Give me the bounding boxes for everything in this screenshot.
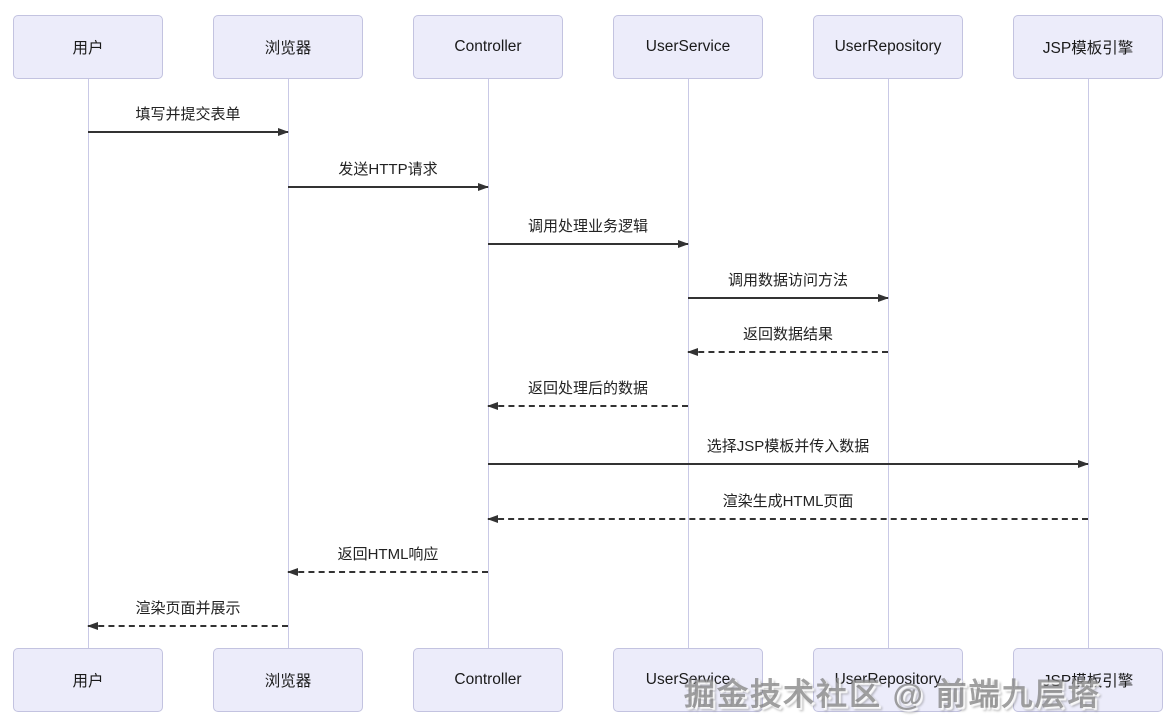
message-label: 调用处理业务逻辑 bbox=[527, 218, 648, 235]
arrowhead-left-icon bbox=[87, 622, 98, 630]
dashed-arrow-line bbox=[687, 348, 888, 356]
actor-label: JSP模板引擎 bbox=[1042, 40, 1134, 57]
actor-label: Controller bbox=[454, 38, 522, 55]
actor-label: 用户 bbox=[72, 40, 104, 57]
message-label: 返回HTML响应 bbox=[337, 546, 439, 563]
message-call-data-access: 调用数据访问方法 bbox=[688, 271, 889, 302]
message-render-and-display: 渲染页面并展示 bbox=[87, 599, 288, 630]
actor-top-user-repository: UserRepository bbox=[813, 15, 963, 79]
message-label: 渲染页面并展示 bbox=[135, 600, 241, 617]
dashed-arrow-line bbox=[287, 568, 488, 576]
arrowhead-left-icon bbox=[287, 568, 298, 576]
actor-label: UserRepository bbox=[834, 671, 942, 688]
arrowhead-right-icon bbox=[478, 183, 489, 191]
message-label: 填写并提交表单 bbox=[135, 106, 241, 123]
actor-label: Controller bbox=[454, 671, 522, 688]
arrowhead-right-icon bbox=[278, 128, 289, 136]
message-label: 调用数据访问方法 bbox=[727, 272, 848, 289]
actor-bottom-user: 用户 bbox=[13, 648, 163, 712]
actor-label: 用户 bbox=[72, 673, 104, 690]
dashed-arrow-line bbox=[487, 515, 1088, 523]
message-label: 返回数据结果 bbox=[742, 326, 833, 343]
lifeline-user-repository bbox=[888, 79, 889, 649]
message-return-data-result: 返回数据结果 bbox=[687, 325, 888, 356]
arrowhead-left-icon bbox=[687, 348, 698, 356]
actor-bottom-user-repository: UserRepository bbox=[813, 648, 963, 712]
arrowhead-left-icon bbox=[487, 515, 498, 523]
actor-bottom-browser: 浏览器 bbox=[213, 648, 363, 712]
actor-top-user: 用户 bbox=[13, 15, 163, 79]
message-call-business-logic: 调用处理业务逻辑 bbox=[488, 217, 689, 248]
arrowhead-right-icon bbox=[878, 294, 889, 302]
arrowhead-right-icon bbox=[1078, 460, 1089, 468]
actor-top-user-service: UserService bbox=[613, 15, 763, 79]
solid-arrow-line bbox=[488, 240, 689, 248]
message-select-jsp-template: 选择JSP模板并传入数据 bbox=[488, 437, 1089, 468]
actor-label: UserService bbox=[645, 671, 731, 688]
arrowhead-left-icon bbox=[487, 402, 498, 410]
actor-top-jsp-engine: JSP模板引擎 bbox=[1013, 15, 1163, 79]
actor-label: UserService bbox=[645, 38, 731, 55]
lifeline-user-service bbox=[688, 79, 689, 649]
dashed-arrow-line bbox=[87, 622, 288, 630]
actor-label: UserRepository bbox=[834, 38, 942, 55]
lifeline-controller bbox=[488, 79, 489, 649]
actor-label: 浏览器 bbox=[264, 673, 312, 690]
actor-top-controller: Controller bbox=[413, 15, 563, 79]
message-label: 发送HTTP请求 bbox=[338, 161, 438, 178]
solid-arrow-line bbox=[688, 294, 889, 302]
solid-arrow-line bbox=[488, 460, 1089, 468]
message-return-html-response: 返回HTML响应 bbox=[287, 545, 488, 576]
dashed-arrow-line bbox=[487, 402, 688, 410]
actor-bottom-controller: Controller bbox=[413, 648, 563, 712]
message-send-http-request: 发送HTTP请求 bbox=[288, 160, 489, 191]
watermark: 掘金技术社区 @ 前端九层塔 bbox=[684, 677, 1101, 712]
message-render-html-page: 渲染生成HTML页面 bbox=[487, 492, 1088, 523]
arrowhead-right-icon bbox=[678, 240, 689, 248]
message-label: 渲染生成HTML页面 bbox=[722, 493, 854, 510]
message-label: 选择JSP模板并传入数据 bbox=[706, 438, 870, 455]
solid-arrow-line bbox=[88, 128, 289, 136]
lifeline-user bbox=[88, 79, 89, 649]
actor-label: 浏览器 bbox=[264, 40, 312, 57]
actor-bottom-jsp-engine: JSP模板引擎 bbox=[1013, 648, 1163, 712]
actor-bottom-user-service: UserService bbox=[613, 648, 763, 712]
message-label: 返回处理后的数据 bbox=[527, 380, 648, 397]
actor-label: JSP模板引擎 bbox=[1042, 673, 1134, 690]
solid-arrow-line bbox=[288, 183, 489, 191]
message-return-processed-data: 返回处理后的数据 bbox=[487, 379, 688, 410]
lifeline-jsp-engine bbox=[1088, 79, 1089, 649]
actor-top-browser: 浏览器 bbox=[213, 15, 363, 79]
message-fill-submit-form: 填写并提交表单 bbox=[88, 105, 289, 136]
lifeline-browser bbox=[288, 79, 289, 649]
